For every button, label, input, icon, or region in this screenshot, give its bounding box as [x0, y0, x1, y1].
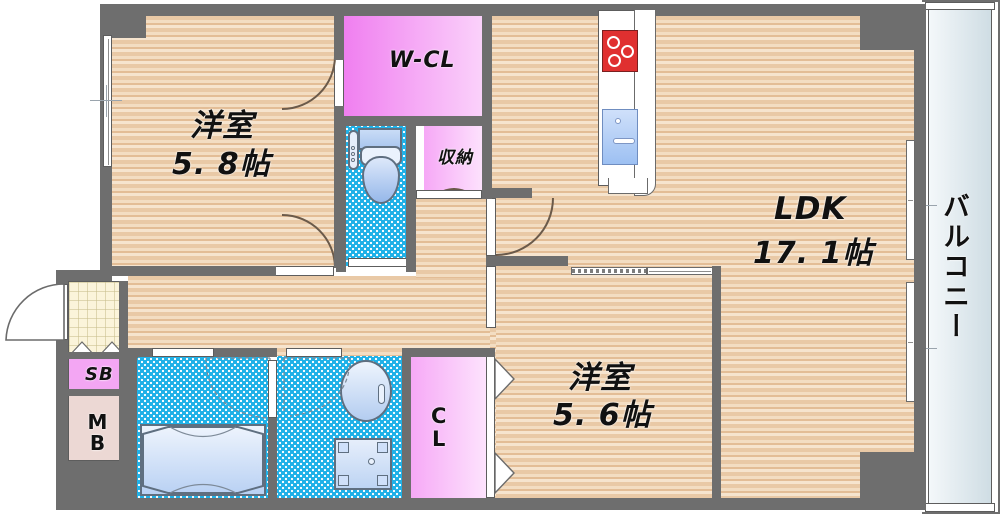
- kitchen-sink-icon: [602, 109, 638, 165]
- wall-bath-right: [268, 418, 277, 498]
- toilet-bowl-icon: [362, 156, 400, 204]
- sink-faucet-icon: [613, 138, 635, 144]
- balcony-area: [928, 4, 992, 510]
- washroom-door-opening[interactable]: [286, 348, 342, 357]
- stove-burner-1: [607, 36, 620, 49]
- kitchen-wall-nub: [490, 188, 532, 198]
- balcony-label: バルコニー: [938, 192, 969, 342]
- wall-wcl-right: [482, 16, 492, 126]
- wash-basin-icon: [340, 360, 392, 422]
- wm-pan-corner-bl: [338, 475, 349, 486]
- kitchen-counter-foot: [608, 178, 648, 194]
- meter-box-mb: [68, 395, 128, 461]
- walk-in-closet: [344, 16, 490, 119]
- closet-cl-fold-icon-upper: [494, 358, 515, 400]
- ldk-name-label: LDK: [774, 191, 847, 227]
- hallway: [128, 276, 490, 356]
- wall-toilet-right: [406, 126, 416, 272]
- entrance-door-swing-icon: [5, 283, 65, 341]
- structural-column-bottom-right: [860, 452, 916, 498]
- washing-machine-pan-icon: [334, 438, 392, 490]
- bedroom-south-name-label: 洋室: [568, 360, 632, 396]
- gas-stove-icon: [602, 30, 638, 72]
- bathroom-door-swing-icon: [205, 357, 271, 419]
- ldk-hall-door-opening-upper[interactable]: [486, 198, 496, 256]
- ldk-area-label: 17. 1帖: [753, 236, 874, 271]
- bedroom-south-balcony-window[interactable]: [906, 282, 915, 402]
- shoe-box-label: SB: [85, 364, 114, 385]
- bedroom-south-door-opening[interactable]: [486, 266, 496, 328]
- washroom-door-swing-icon: [283, 357, 351, 417]
- sink-drain-icon: [615, 118, 621, 124]
- balcony-rail-top: [925, 2, 995, 10]
- wall-genkan-bottom-divider: [68, 352, 128, 359]
- bedroom-south-area-label: 5. 6帖: [553, 398, 652, 433]
- bedroom-south-ldk-sliding-door-2[interactable]: [647, 267, 713, 275]
- bedroom-south-ldk-sliding-door[interactable]: [571, 267, 647, 275]
- wm-pan-corner-tl: [338, 442, 349, 453]
- wall-toilet-left: [336, 126, 346, 272]
- pipe-shaft-block: [68, 461, 128, 498]
- wall-hall-top-left: [128, 266, 276, 276]
- wall-cl-left: [402, 356, 411, 498]
- meter-box-label: M B: [68, 412, 128, 454]
- toilet-control-dot-1: [351, 146, 355, 150]
- genkan-entrance-tile: [68, 281, 128, 357]
- toilet-door-opening[interactable]: [348, 258, 408, 267]
- wall-hall-bottom-left: [128, 348, 138, 358]
- toilet-control-dot-2: [351, 152, 355, 156]
- meter-box-label-line1: M: [87, 410, 109, 434]
- ldk-hall-opening[interactable]: [416, 190, 482, 199]
- wall-storage-right: [482, 126, 492, 198]
- structural-column-top-right: [860, 16, 916, 50]
- room-bedroom-south: [496, 266, 714, 498]
- bedroom-west-area-label: 5. 8帖: [172, 147, 271, 182]
- storage-closet: [424, 126, 484, 198]
- wall-bedroom-west-right: [334, 16, 344, 60]
- exterior-wall-bottom: [56, 498, 926, 510]
- stove-burner-2: [621, 45, 634, 58]
- meter-box-label-line2: B: [89, 431, 107, 455]
- hall-opening-left[interactable]: [152, 348, 214, 357]
- stove-burner-3: [608, 54, 621, 67]
- kitchen-counter-edge: [634, 10, 656, 196]
- balcony-outer-frame: [922, 0, 1000, 514]
- hallway-right-extension: [416, 198, 490, 278]
- walk-in-closet-label: W-CL: [389, 48, 456, 73]
- window-marker-west-v: [106, 85, 107, 117]
- closet-cl-label: C L: [431, 405, 447, 451]
- wm-pan-corner-br: [377, 475, 388, 486]
- closet-cl-fold-icon-lower: [494, 452, 515, 494]
- toilet-control-panel-icon: [348, 130, 359, 170]
- wall-genkan-sb-divider: [68, 389, 128, 396]
- window-pane-line: [108, 39, 109, 165]
- closet-cl-label-line2: L: [432, 427, 447, 451]
- wash-basin-faucet-icon: [378, 384, 385, 404]
- wcl-door-opening[interactable]: [334, 56, 344, 110]
- wall-cl-top: [402, 348, 495, 357]
- bathtub-inner-icon: [142, 426, 264, 494]
- column-bedroom-west-top: [112, 16, 146, 38]
- wall-wcl-bottom: [336, 116, 492, 126]
- wm-pan-drain-icon: [368, 458, 375, 465]
- wall-bath-left: [128, 356, 137, 498]
- wm-pan-corner-tr: [377, 442, 388, 453]
- closet-cl-label-line1: C: [431, 404, 448, 428]
- toilet-control-dot-3: [351, 158, 355, 162]
- bedroom-west-window[interactable]: [103, 35, 112, 167]
- exterior-wall-top: [100, 4, 926, 16]
- balcony-rail-bottom: [925, 503, 995, 512]
- exterior-wall-right: [914, 4, 926, 510]
- exterior-wall-left-step: [56, 270, 112, 281]
- ldk-balcony-window[interactable]: [906, 140, 915, 260]
- wall-hall-ldk-mid: [486, 256, 568, 266]
- closet-cl: [410, 356, 486, 498]
- wall-bedroom-south-right: [712, 266, 721, 498]
- bedroom-west-name-label: 洋室: [190, 108, 254, 144]
- bathroom-door-opening[interactable]: [268, 360, 277, 418]
- storage-label: 収納: [437, 148, 473, 168]
